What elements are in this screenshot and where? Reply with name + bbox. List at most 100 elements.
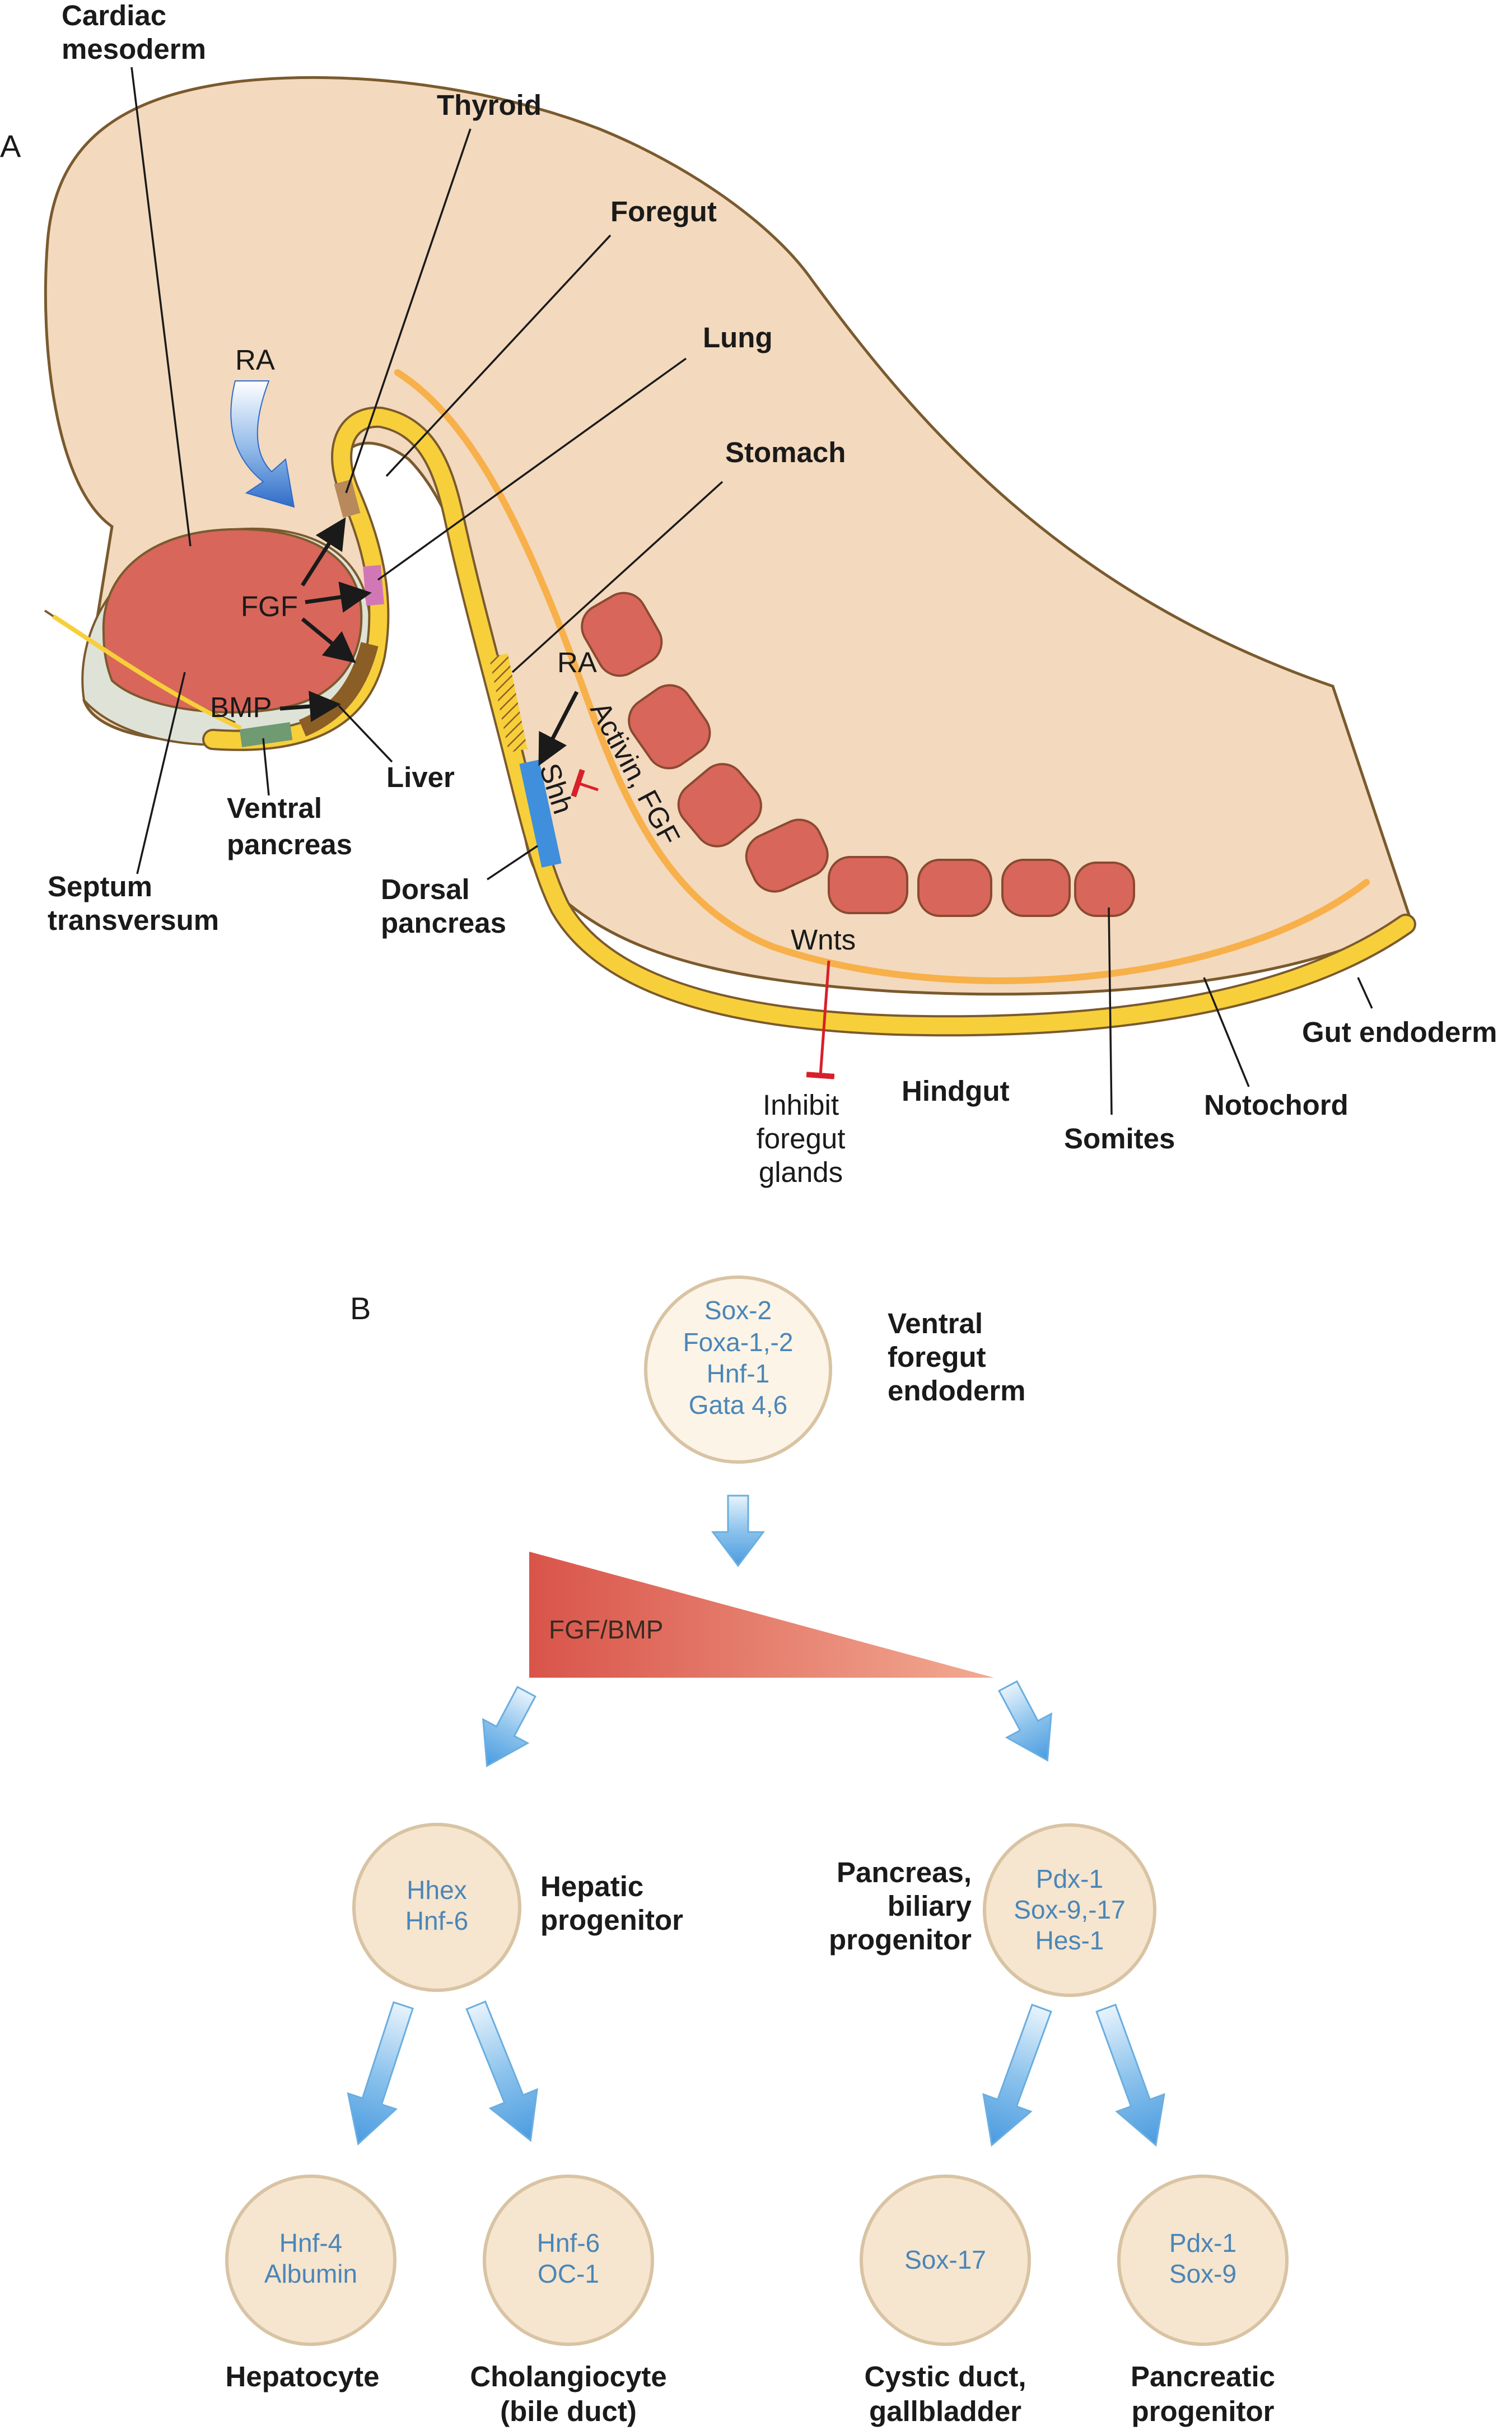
cholangiocyte-gene: OC-1: [538, 2259, 599, 2288]
arrow-to-gradient: [711, 1495, 765, 1567]
foregut-label: Foregut: [610, 195, 717, 227]
cholangiocyte-gene: Hnf-6: [537, 2228, 600, 2257]
somite: [1074, 862, 1135, 917]
inhibit-line-3: glands: [759, 1156, 843, 1188]
cardiac-mesoderm-label-1: Cardiac: [62, 0, 166, 31]
ra-to-dorsal-pancreas-arrow: [538, 691, 579, 766]
cystic-duct-label: gallbladder: [869, 2395, 1021, 2427]
thyroid-domain: [334, 479, 361, 518]
hindgut-label: Hindgut: [902, 1075, 1010, 1107]
somite: [677, 763, 762, 848]
vf-label: foregut: [888, 1341, 986, 1373]
bmp-to-liver-arrow: [279, 691, 341, 723]
panel-b-letter: B: [350, 1291, 371, 1326]
ra-arrow: [230, 380, 295, 508]
ventral-pancreas-label-2: pancreas: [227, 828, 352, 860]
arrow-to-cholangiocyte: [465, 2000, 538, 2142]
ra-dorsal-label: RA: [557, 646, 597, 678]
pb-label: Pancreas,: [837, 1856, 972, 1888]
lung-domain: [363, 565, 384, 606]
hepatic-progenitor-cell: [352, 1823, 521, 1992]
cystic-duct-label: Cystic duct,: [864, 2361, 1026, 2392]
hepatocyte-gene: Hnf-4: [279, 2228, 342, 2257]
hepatic-gene: Hhex: [407, 1875, 466, 1905]
notochord-label: Notochord: [1204, 1089, 1348, 1121]
fgf-to-lung-arrow: [305, 581, 372, 613]
somite: [917, 859, 992, 917]
cardiac-mesoderm-label-2: mesoderm: [62, 33, 206, 65]
pb-label: progenitor: [829, 1924, 972, 1956]
notochord-leader: [1203, 977, 1250, 1087]
somite: [581, 592, 663, 677]
liver-label: Liver: [386, 761, 455, 793]
somite: [1001, 859, 1071, 917]
pancreas-biliary-cell: [983, 1823, 1156, 1997]
cholangiocyte-cell: [483, 2175, 654, 2346]
septum-leader: [136, 672, 186, 874]
dorsal-pancreas-label-1: Dorsal: [381, 873, 470, 905]
vf-label: endoderm: [888, 1375, 1026, 1407]
lung-label: Lung: [703, 322, 773, 353]
inhibit-line-1: Inhibit: [763, 1089, 839, 1121]
notochord: [394, 369, 1370, 984]
bmp-label: BMP: [210, 691, 272, 723]
stomach-label: Stomach: [725, 436, 846, 468]
cardiac-mesoderm: [102, 528, 363, 714]
pb-gene: Hes-1: [1035, 1926, 1104, 1955]
gut-endoderm-leader: [1357, 977, 1373, 1009]
inhibit-line-2: foregut: [757, 1123, 846, 1155]
vf-gene: Gata 4,6: [689, 1390, 787, 1419]
stomach-leader: [511, 481, 724, 673]
septum-tail-yellow: [52, 614, 242, 730]
dorsal-pancreas-leader: [487, 845, 538, 881]
somite: [628, 684, 711, 770]
fgf-bmp-label: FGF/BMP: [549, 1615, 663, 1644]
cystic-duct-cell: [860, 2175, 1031, 2346]
hepatocyte-cell: [225, 2175, 396, 2346]
pb-label: biliary: [888, 1890, 972, 1922]
somites-label: Somites: [1064, 1123, 1175, 1155]
arrow-to-pancreas-biliary: [998, 1680, 1053, 1762]
ventral-pancreas-leader: [262, 738, 270, 796]
pb-gene: Pdx-1: [1036, 1864, 1103, 1893]
gut-endoderm-label: Gut endoderm: [1302, 1016, 1497, 1048]
arrow-to-hepatic: [482, 1686, 536, 1767]
arrow-to-hepatocyte: [347, 2001, 414, 2146]
stomach-domain: [489, 653, 528, 753]
somite: [745, 818, 829, 893]
vf-gene: Sox-2: [704, 1296, 772, 1325]
arrow-to-pancreatic: [1095, 2003, 1165, 2147]
pancreatic-gene: Pdx-1: [1169, 2228, 1236, 2257]
septum-label-2: transversum: [48, 904, 219, 936]
fgf-to-liver-arrow: [301, 617, 356, 663]
hepatic-label: Hepatic: [540, 1870, 643, 1902]
ventral-pancreas-label-1: Ventral: [227, 792, 322, 824]
foregut-leader: [385, 234, 612, 477]
pancreatic-progenitor-cell: [1117, 2175, 1289, 2346]
fgf-to-thyroid-arrow: [301, 517, 346, 586]
hepatic-label: progenitor: [540, 1904, 683, 1936]
pancreatic-label: Pancreatic: [1131, 2361, 1275, 2392]
cholangiocyte-label: Cholangiocyte: [470, 2361, 666, 2392]
lung-leader: [377, 357, 687, 581]
vf-gene: Hnf-1: [707, 1359, 769, 1388]
hepatic-gene: Hnf-6: [405, 1906, 468, 1935]
wnts-label: Wnts: [791, 924, 856, 956]
hepatocyte-gene: Albumin: [264, 2259, 357, 2288]
ra-top-label: RA: [235, 344, 275, 376]
liver-leader: [338, 705, 393, 763]
panel-a-letter: A: [0, 128, 21, 164]
ventral-foregut-cell: [644, 1275, 832, 1464]
thyroid-leader: [345, 128, 472, 494]
vf-label: Ventral: [888, 1307, 983, 1339]
cystic-duct-gene: Sox-17: [904, 2245, 986, 2274]
somites-leader: [1108, 907, 1113, 1115]
fgf-label: FGF: [241, 590, 298, 622]
ventral-pancreas-domain: [239, 722, 293, 747]
cardiac-leader: [130, 67, 192, 547]
wnts-inhibit-line: [806, 960, 835, 1079]
dorsal-pancreas-label-2: pancreas: [381, 907, 506, 939]
pancreatic-label: progenitor: [1132, 2395, 1275, 2427]
activin-inhibits-shh: [571, 769, 599, 798]
